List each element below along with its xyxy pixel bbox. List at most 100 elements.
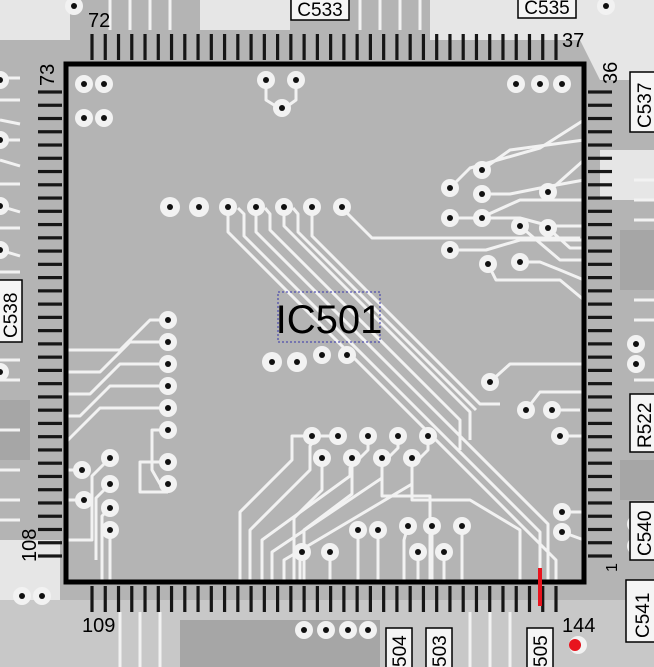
via-hole [71, 3, 77, 9]
pin-top [461, 34, 465, 60]
component-r522-label: R522 [635, 403, 654, 448]
pin-left [38, 289, 62, 293]
pin-top [209, 34, 213, 60]
component-c535: C535 [517, 0, 577, 19]
component-c541: C541 [625, 579, 654, 643]
pin-top [514, 34, 518, 60]
pin-right [588, 408, 612, 412]
via-hole [0, 77, 3, 83]
via-hole [293, 77, 299, 83]
via-hole [513, 81, 519, 87]
pin-left [38, 408, 62, 412]
pin-right [588, 329, 612, 333]
pin-label-144: 144 [562, 615, 595, 637]
via-hole [281, 204, 287, 210]
pin-top [382, 34, 386, 60]
pin-left [38, 116, 62, 121]
chip-outline [63, 61, 587, 585]
via-hole [319, 455, 325, 461]
component-c533-label: C533 [297, 0, 342, 21]
via-hole [517, 259, 523, 265]
pin-left [38, 222, 62, 227]
pin-right [588, 130, 612, 134]
via-hole [415, 549, 421, 555]
pin-label-37: 37 [562, 30, 584, 52]
pin-right [588, 236, 612, 240]
pin-top [474, 34, 479, 60]
pin-left [38, 501, 62, 505]
pin-left [38, 183, 62, 187]
via-hole [319, 352, 325, 358]
pin-bottom [302, 586, 306, 612]
pin-top [355, 34, 359, 60]
component-503-label: 503 [430, 635, 451, 667]
pin-top [249, 34, 253, 60]
pin-bottom [103, 586, 107, 612]
pin-bottom [554, 586, 558, 612]
pin-bottom [315, 586, 319, 612]
pin-right [588, 209, 612, 213]
pin-left [38, 421, 62, 426]
pin-top [276, 34, 280, 60]
chip-pins [38, 34, 612, 612]
pin-right [588, 435, 612, 439]
pin-left [38, 514, 62, 518]
via-hole [549, 407, 555, 413]
via-hole [365, 627, 371, 633]
via-pad [0, 241, 9, 259]
via-hole [545, 225, 551, 231]
pin-bottom [276, 586, 280, 612]
component-504: 504 [385, 627, 413, 667]
via-pad [0, 131, 9, 149]
via-hole [301, 627, 307, 633]
component-503: 503 [425, 627, 453, 667]
via-hole [263, 77, 269, 83]
pin-left [38, 103, 62, 107]
pin-bottom [501, 586, 505, 612]
pin-right [588, 461, 612, 465]
via-hole [479, 167, 485, 173]
pin-bottom [116, 586, 121, 612]
pin-left [38, 276, 62, 280]
ground-planes [0, 230, 654, 667]
pin-bottom [395, 586, 399, 612]
pin-bottom [130, 586, 134, 612]
via-hole [107, 527, 113, 533]
via-hole [79, 467, 85, 473]
via-hole [339, 204, 345, 210]
pin-right [588, 541, 612, 545]
pin-left [38, 355, 62, 359]
pin-left [38, 130, 62, 134]
pin-left [38, 169, 62, 174]
pin-top [196, 34, 200, 60]
pin-bottom [448, 586, 452, 612]
pin-bottom [408, 586, 412, 612]
pin-right [588, 156, 612, 160]
pin-right [588, 474, 612, 479]
component-c533: C533 [290, 0, 350, 21]
pin-right [588, 262, 612, 266]
via-hole [365, 433, 371, 439]
pin-bottom [183, 586, 187, 612]
pin-left [38, 474, 62, 479]
pin-top [329, 34, 333, 60]
via-hole [405, 523, 411, 529]
pin-bottom [143, 586, 147, 612]
via-hole [441, 549, 447, 555]
pin-right [588, 249, 612, 253]
via-hole [485, 261, 491, 267]
pin-top [368, 34, 372, 60]
pin-top [448, 34, 452, 60]
pin-left [38, 554, 62, 558]
via-hole [425, 433, 431, 439]
via-hole [165, 361, 171, 367]
pin-right [588, 501, 612, 505]
pin1-dot [569, 639, 581, 651]
chip-traces [64, 80, 585, 582]
pin-left [38, 196, 62, 200]
pin-top [262, 34, 266, 60]
pin-bottom [262, 586, 266, 612]
component-c538: C538 [0, 279, 23, 343]
pin-left [38, 329, 62, 333]
pin-right [588, 222, 612, 227]
